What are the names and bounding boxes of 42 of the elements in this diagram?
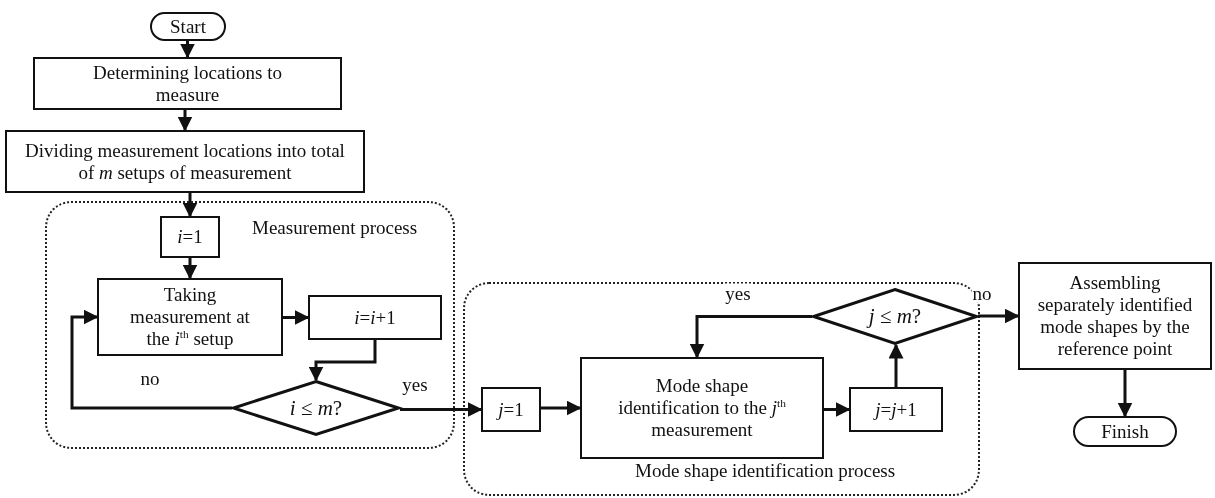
process-text: Determining locations to measure: [92, 61, 283, 106]
decision-text: i ≤ m?: [289, 395, 343, 421]
terminal-pill: [1073, 416, 1177, 447]
process-box: [160, 216, 220, 258]
arrow: [177, 110, 193, 132]
arrow: [180, 41, 195, 59]
arrow: [70, 309, 232, 410]
arrow: [824, 402, 851, 417]
process-text: Taking measurement at the i$^{th}$ setup: [129, 284, 251, 350]
decision-text: j ≤ m?: [868, 304, 922, 329]
arrow: [182, 258, 198, 280]
process-box: [97, 278, 283, 356]
arrow: [978, 308, 1020, 324]
arrow: [888, 343, 904, 387]
arrow: [308, 340, 377, 382]
process-box: [481, 387, 541, 432]
process-box: [849, 387, 943, 432]
process-box: [580, 357, 824, 459]
process-text: Assembling separately identified mode shapes by the reference point: [1036, 272, 1194, 360]
process-box: [1018, 262, 1212, 370]
terminal-text: Start: [170, 15, 206, 38]
process-text: Mode shape identification to the j$^{th}$ measurement: [617, 375, 787, 441]
process-box: [308, 295, 442, 340]
group-heading: Measurement process: [252, 217, 418, 239]
terminal-text: Finish: [1101, 420, 1149, 443]
arrow: [541, 400, 582, 416]
arrow: [1117, 370, 1133, 418]
terminal-pill: [150, 12, 226, 41]
arrow: [689, 315, 812, 359]
decision-diamond: [232, 380, 400, 436]
process-text: Dividing measurement locations into total of m setups of measurement: [24, 139, 346, 184]
arrow: [283, 310, 310, 325]
group-heading: Mode shape identification process: [635, 460, 896, 482]
arrow: [400, 402, 483, 417]
process-box: [5, 130, 365, 193]
process-text: i=1: [177, 226, 203, 248]
arrow: [182, 193, 198, 218]
dotted-group-region: [45, 201, 455, 449]
process-text: i=i+1: [354, 306, 396, 329]
process-text: j=1: [498, 398, 524, 421]
process-text: j=j+1: [875, 398, 917, 421]
process-box: [33, 57, 342, 110]
